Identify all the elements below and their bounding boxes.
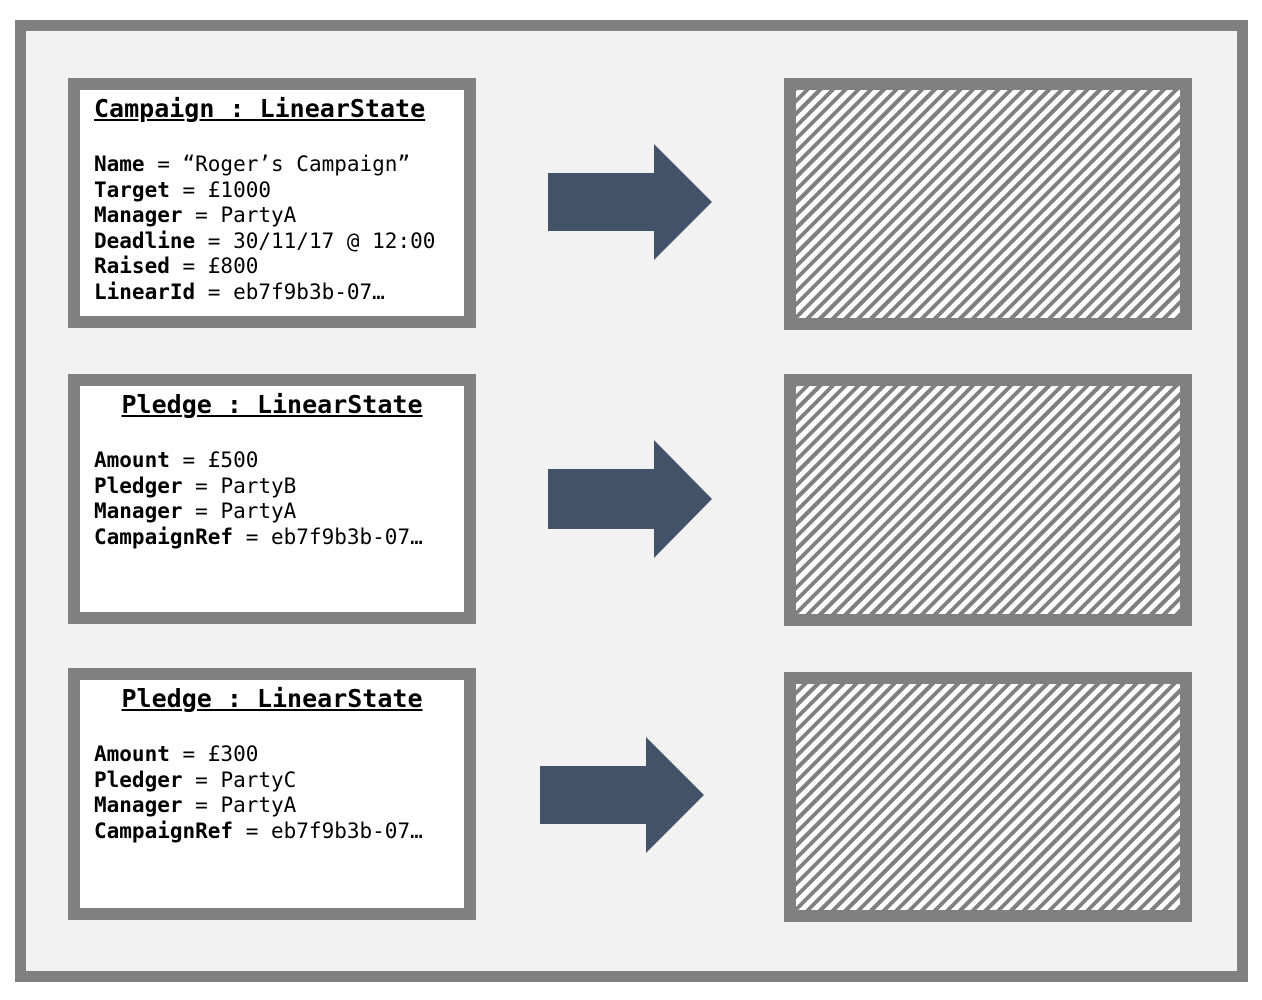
field-value: = “Roger’s Campaign” — [144, 152, 411, 176]
field-key: LinearId — [94, 279, 196, 304]
field-key: Amount — [94, 448, 170, 472]
field-key: Manager — [94, 499, 183, 523]
output-state-placeholder — [784, 672, 1192, 922]
state-title: Pledge : LinearState — [121, 390, 423, 419]
field-key: Target — [94, 177, 170, 202]
field-row: Deadline = 30/11/17 @ 12:00 — [94, 229, 464, 255]
field-row: Pledger = PartyC — [94, 768, 464, 794]
field-row: Name = “Roger’s Campaign” — [94, 152, 464, 178]
field-list: Amount = £300 Pledger = PartyC Manager =… — [80, 742, 464, 844]
output-state-placeholder — [784, 374, 1192, 626]
field-value: = PartyB — [182, 473, 297, 498]
field-key: Pledger — [94, 767, 183, 792]
field-row: Target = £1000 — [94, 178, 464, 204]
field-key: Pledger — [94, 473, 183, 498]
campaign-state-box: Campaign : LinearState Name = “Roger’s C… — [68, 78, 476, 328]
field-row: Amount = £300 — [94, 742, 464, 768]
pledge-state-box: Pledge : LinearState Amount = £300 Pledg… — [68, 668, 476, 920]
field-value: = £1000 — [169, 177, 272, 202]
output-state-placeholder — [784, 78, 1192, 330]
field-value: = PartyC — [182, 767, 297, 792]
field-key: Name — [94, 152, 145, 176]
field-row: LinearId = eb7f9b3b-07… — [94, 280, 464, 306]
right-arrow-icon — [548, 440, 712, 558]
right-arrow-icon — [540, 737, 704, 853]
field-row: Raised = £800 — [94, 254, 464, 280]
field-list: Name = “Roger’s Campaign” Target = £1000… — [80, 152, 464, 305]
field-value: = £800 — [169, 254, 259, 278]
field-value: = PartyA — [182, 203, 297, 227]
field-key: Amount — [94, 742, 170, 766]
state-title: Pledge : LinearState — [121, 684, 423, 713]
field-list: Amount = £500 Pledger = PartyB Manager =… — [80, 448, 464, 550]
field-value: = eb7f9b3b-07… — [233, 818, 423, 843]
field-row: CampaignRef = eb7f9b3b-07… — [94, 819, 464, 845]
field-value: = £300 — [169, 742, 259, 766]
field-key: CampaignRef — [94, 818, 234, 843]
field-key: CampaignRef — [94, 524, 234, 549]
field-value: = PartyA — [182, 793, 297, 817]
field-key: Manager — [94, 793, 183, 817]
field-key: Manager — [94, 203, 183, 227]
right-arrow-icon — [548, 144, 712, 260]
field-row: Manager = PartyA — [94, 793, 464, 819]
field-row: CampaignRef = eb7f9b3b-07… — [94, 525, 464, 551]
field-value: = eb7f9b3b-07… — [233, 524, 423, 549]
field-row: Manager = PartyA — [94, 499, 464, 525]
field-value: = eb7f9b3b-07… — [195, 279, 385, 304]
field-row: Manager = PartyA — [94, 203, 464, 229]
pledge-state-box: Pledge : LinearState Amount = £500 Pledg… — [68, 374, 476, 624]
field-value: = 30/11/17 @ 12:00 — [195, 228, 436, 253]
state-title: Campaign : LinearState — [94, 94, 426, 123]
field-value: = PartyA — [182, 499, 297, 523]
field-key: Deadline — [94, 228, 196, 253]
field-row: Amount = £500 — [94, 448, 464, 474]
field-row: Pledger = PartyB — [94, 474, 464, 500]
field-key: Raised — [94, 254, 170, 278]
field-value: = £500 — [169, 448, 259, 472]
